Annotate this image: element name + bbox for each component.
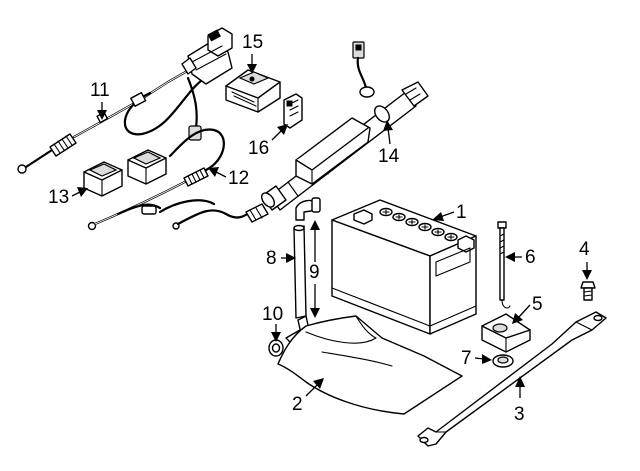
vent-hose[interactable] (293, 224, 307, 319)
connector-clip[interactable] (283, 93, 303, 129)
svg-text:2: 2 (292, 394, 303, 415)
terminal-cover[interactable] (83, 149, 167, 197)
svg-text:11: 11 (90, 80, 110, 101)
svg-text:12: 12 (228, 168, 249, 189)
svg-text:8: 8 (266, 248, 277, 269)
svg-text:1: 1 (456, 202, 467, 223)
callout-12: 12 (208, 167, 249, 189)
svg-text:4: 4 (579, 239, 590, 260)
callout-14: 14 (378, 120, 400, 167)
junction-cover[interactable] (225, 69, 281, 113)
callout-7: 7 (461, 348, 492, 369)
negative-cable[interactable] (17, 27, 233, 174)
callout-4: 4 (579, 239, 592, 280)
svg-text:13: 13 (48, 187, 69, 208)
svg-text:16: 16 (248, 138, 269, 159)
callout-3: 3 (514, 376, 525, 425)
j-bolt[interactable] (497, 221, 511, 309)
callout-5: 5 (512, 294, 543, 324)
hold-down-strap[interactable] (417, 311, 607, 447)
callout-8: 8 (266, 248, 296, 269)
callout-11: 11 (90, 80, 110, 120)
cable-conduit[interactable] (259, 41, 429, 211)
callout-15: 15 (242, 32, 263, 74)
callout-10: 10 (262, 304, 283, 342)
callout-13: 13 (48, 187, 88, 208)
grommet[interactable] (268, 339, 284, 357)
positive-cable[interactable] (87, 128, 269, 231)
svg-text:3: 3 (514, 404, 525, 425)
svg-text:6: 6 (525, 247, 536, 268)
tray-liner[interactable] (277, 315, 463, 415)
callout-1: 1 (432, 202, 467, 223)
callout-2: 2 (292, 378, 324, 415)
svg-text:15: 15 (242, 32, 263, 53)
clamp[interactable] (481, 313, 531, 353)
bolt[interactable] (580, 281, 596, 301)
callout-16: 16 (248, 124, 288, 159)
svg-text:10: 10 (262, 304, 283, 325)
svg-text:5: 5 (532, 294, 543, 315)
svg-text:14: 14 (378, 146, 400, 167)
svg-text:7: 7 (461, 348, 472, 369)
battery[interactable] (331, 199, 477, 335)
svg-text:9: 9 (309, 262, 320, 283)
callout-6: 6 (505, 247, 536, 268)
nut[interactable] (492, 354, 514, 368)
callout-9: 9 (309, 220, 320, 318)
